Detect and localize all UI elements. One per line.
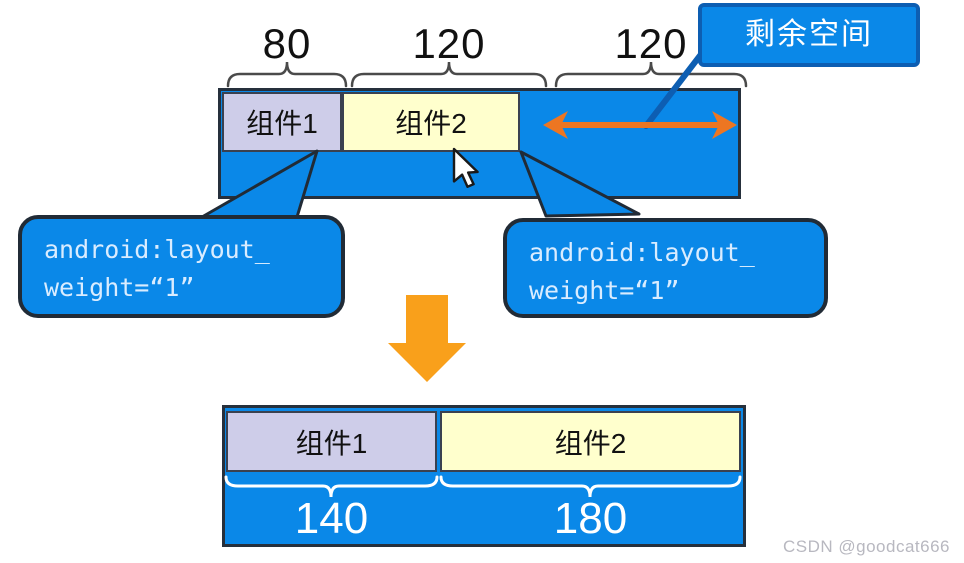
component2-label-after: 组件2	[554, 427, 627, 459]
code-line-1: android:layout_	[44, 235, 270, 264]
remaining-space-callout: 剩余空间	[698, 3, 920, 67]
result-width-140: 140	[294, 494, 369, 543]
component2-box-after: 组件2	[440, 411, 741, 472]
component1-box-before: 组件1	[222, 92, 342, 152]
component1-label-after: 组件1	[295, 427, 368, 459]
code-line-2: weight=“1”	[529, 276, 680, 305]
result-width-180: 180	[553, 494, 628, 543]
transform-down-arrow-icon	[388, 295, 466, 382]
component1-box-after: 组件1	[226, 411, 437, 472]
component2-label: 组件2	[395, 108, 467, 139]
measure-label-120-a: 120	[412, 20, 486, 67]
code-line-1: android:layout_	[529, 238, 755, 267]
code-line-2: weight=“1”	[44, 273, 195, 302]
remaining-space-label: 剩余空间	[745, 18, 873, 51]
layout-weight-code-bubble-right: android:layout_ weight=“1”	[503, 218, 828, 318]
component1-label: 组件1	[246, 108, 318, 139]
layout-weight-code-bubble-left: android:layout_ weight=“1”	[18, 215, 345, 318]
measure-label-80: 80	[262, 20, 312, 67]
component2-box-before: 组件2	[342, 92, 520, 152]
csdn-watermark: CSDN @goodcat666	[782, 537, 950, 556]
